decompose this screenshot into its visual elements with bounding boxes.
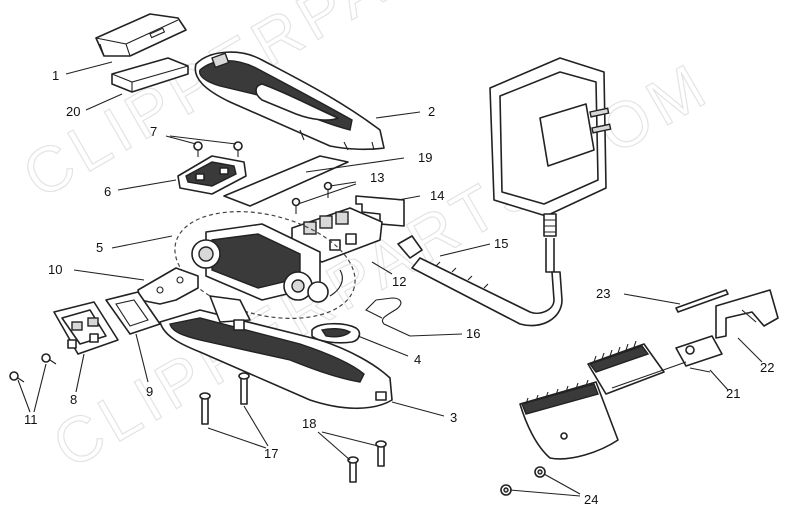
leader-lines bbox=[17, 61, 763, 497]
part-5-motor-assembly bbox=[174, 211, 356, 319]
leader-20 bbox=[85, 93, 123, 111]
leader-4 bbox=[357, 335, 409, 357]
callout-1: 1 bbox=[52, 68, 59, 83]
part-14-contact-plate bbox=[355, 195, 405, 227]
part-22-hinge bbox=[715, 289, 779, 339]
callout-10: 10 bbox=[48, 262, 62, 277]
part-16-spring-wire bbox=[365, 297, 411, 337]
leader-11a bbox=[17, 379, 31, 413]
callout-2: 2 bbox=[428, 104, 435, 119]
leader-17b bbox=[243, 405, 269, 447]
leader-21a bbox=[709, 369, 729, 391]
leader-6 bbox=[117, 179, 177, 191]
callout-6: 6 bbox=[104, 184, 111, 199]
leader-9 bbox=[135, 333, 149, 383]
part-7-screws bbox=[193, 141, 243, 157]
part-8-switch bbox=[53, 301, 119, 355]
leader-18a bbox=[317, 431, 351, 461]
leader-24b bbox=[543, 473, 581, 495]
part-1-battery-cover bbox=[95, 13, 187, 57]
callout-21: 21 bbox=[726, 386, 740, 401]
callout-18: 18 bbox=[302, 416, 316, 431]
callout-14: 14 bbox=[430, 188, 444, 203]
leader-10 bbox=[73, 269, 145, 281]
part-4-switch-cover bbox=[311, 322, 361, 344]
leader-12 bbox=[371, 261, 393, 275]
callout-9: 9 bbox=[146, 384, 153, 399]
callout-3: 3 bbox=[450, 410, 457, 425]
callout-20: 20 bbox=[66, 104, 80, 119]
callout-12: 12 bbox=[392, 274, 406, 289]
callout-23: 23 bbox=[596, 286, 610, 301]
callout-5: 5 bbox=[96, 240, 103, 255]
leader-2 bbox=[375, 111, 421, 119]
part-6-bracket bbox=[177, 155, 247, 195]
callout-17: 17 bbox=[264, 446, 278, 461]
leader-7a bbox=[165, 135, 197, 145]
leader-23 bbox=[623, 293, 681, 305]
leader-21b bbox=[689, 367, 711, 373]
callout-24: 24 bbox=[584, 492, 598, 507]
leader-19 bbox=[305, 157, 405, 173]
part-2-top-housing bbox=[194, 51, 385, 151]
part-24-screws bbox=[500, 466, 546, 496]
leader-18b bbox=[321, 431, 379, 447]
part-20-battery bbox=[111, 57, 189, 93]
part-21-blade-lever bbox=[587, 335, 723, 395]
leader-14 bbox=[397, 195, 421, 201]
part-11-screws bbox=[9, 353, 57, 383]
callout-11: 11 bbox=[24, 412, 38, 427]
part-18-screws bbox=[347, 440, 387, 483]
leader-24a bbox=[509, 489, 581, 497]
part-23-pin bbox=[675, 289, 729, 313]
leader-13a bbox=[329, 181, 357, 187]
callout-4: 4 bbox=[414, 352, 421, 367]
part-15-charger-cable bbox=[397, 57, 612, 327]
leader-1 bbox=[65, 61, 113, 75]
callout-7: 7 bbox=[150, 124, 157, 139]
callout-numbers: 1 2 3 4 5 6 7 8 9 10 11 12 13 14 15 16 1… bbox=[24, 68, 774, 507]
leader-11b bbox=[33, 363, 47, 413]
leader-22 bbox=[737, 337, 763, 363]
callout-19: 19 bbox=[418, 150, 432, 165]
callout-22: 22 bbox=[760, 360, 774, 375]
callout-16: 16 bbox=[466, 326, 480, 341]
part-main-blade bbox=[519, 379, 619, 460]
part-10-plate bbox=[137, 267, 199, 305]
leader-16 bbox=[409, 333, 463, 337]
callout-8: 8 bbox=[70, 392, 77, 407]
callout-13: 13 bbox=[370, 170, 384, 185]
leader-5 bbox=[111, 235, 173, 249]
leader-7b bbox=[169, 135, 237, 145]
part-13-screws bbox=[291, 181, 333, 214]
part-3-bottom-housing bbox=[159, 295, 393, 410]
leader-8 bbox=[75, 353, 85, 393]
part-19-insulator-sheet bbox=[223, 155, 349, 207]
leader-15 bbox=[439, 243, 491, 257]
leader-3 bbox=[391, 401, 445, 417]
leader-17a bbox=[207, 427, 267, 449]
callout-15: 15 bbox=[494, 236, 508, 251]
part-17-screws bbox=[199, 372, 250, 425]
leader-13b bbox=[297, 183, 357, 205]
